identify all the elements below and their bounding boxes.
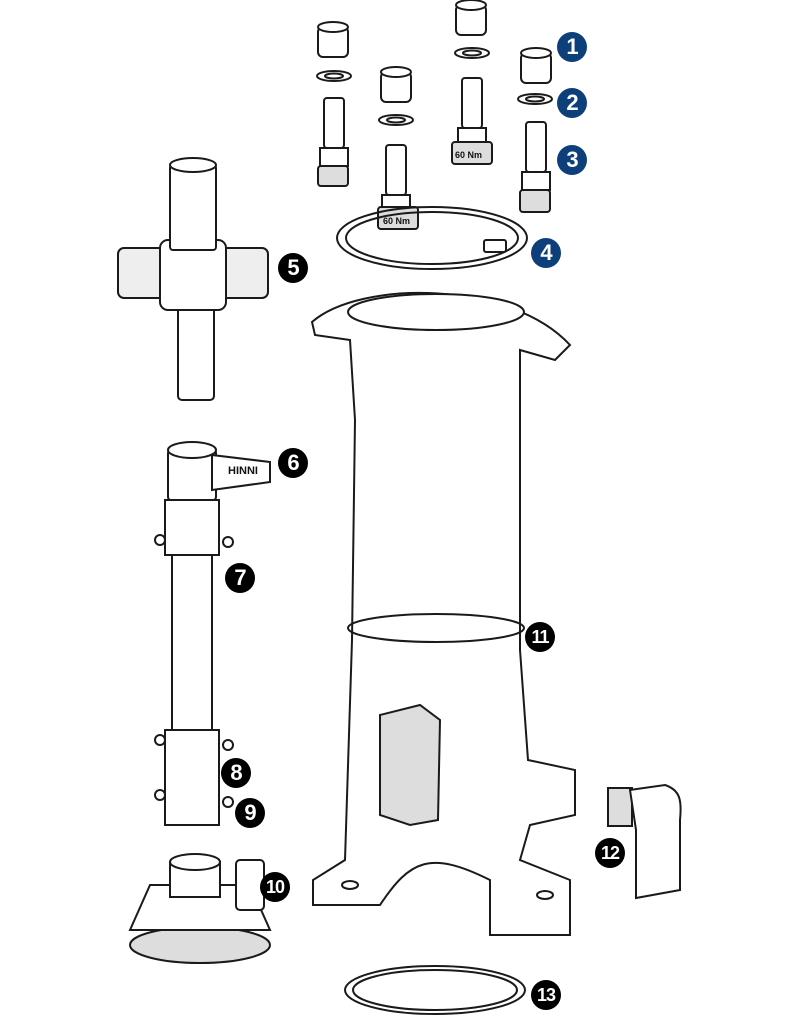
operating-key	[117, 157, 269, 401]
callout-10: 10	[260, 872, 290, 902]
callout-12: 12	[595, 838, 625, 868]
valve-cap	[128, 853, 272, 964]
callout-6: 6	[278, 448, 308, 478]
callout-3: 3	[557, 145, 587, 175]
drain-elbow	[607, 783, 682, 900]
callout-4: 4	[531, 238, 561, 268]
callout-5: 5	[278, 253, 308, 283]
callout-9: 9	[235, 798, 265, 828]
seal-ring	[344, 965, 526, 1015]
torque-label: 60 Nm	[455, 150, 483, 160]
rod-assembly	[154, 441, 271, 826]
callout-8: 8	[221, 758, 251, 788]
callout-2: 2	[557, 88, 587, 118]
torque-label: 60 Nm	[383, 216, 411, 226]
gasket	[336, 206, 528, 270]
callout-1: 1	[557, 32, 587, 62]
washers	[316, 47, 553, 126]
callout-13: 13	[531, 980, 561, 1010]
callout-7: 7	[225, 563, 255, 593]
cap-nuts	[317, 0, 552, 103]
brand-label: HINNI	[228, 465, 258, 477]
callout-11: 11	[525, 622, 555, 652]
housing	[310, 291, 576, 936]
bolts	[317, 77, 551, 230]
